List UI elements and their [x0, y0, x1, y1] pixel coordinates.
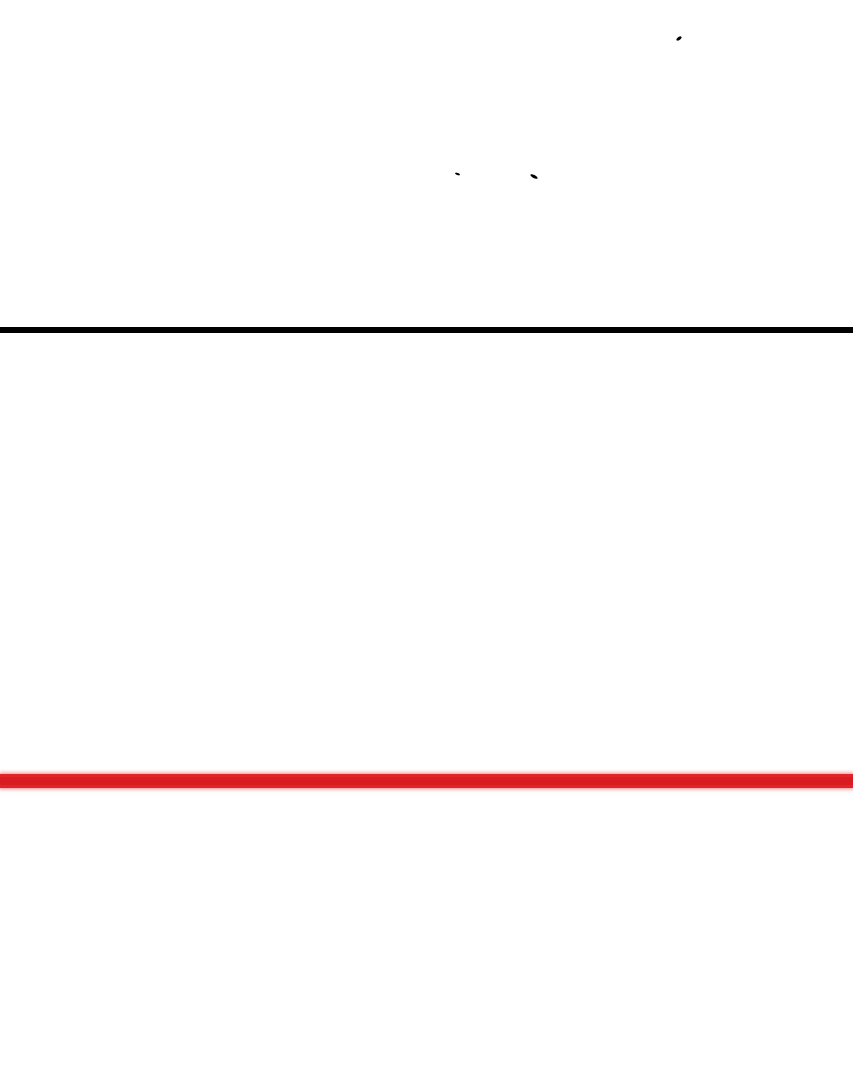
- ink-speck-3: [529, 173, 539, 180]
- red-horizontal-rule-core: [0, 777, 853, 785]
- black-horizontal-rule: [0, 327, 853, 333]
- ink-speck-2: [454, 172, 461, 176]
- ink-speck-1: [675, 35, 683, 42]
